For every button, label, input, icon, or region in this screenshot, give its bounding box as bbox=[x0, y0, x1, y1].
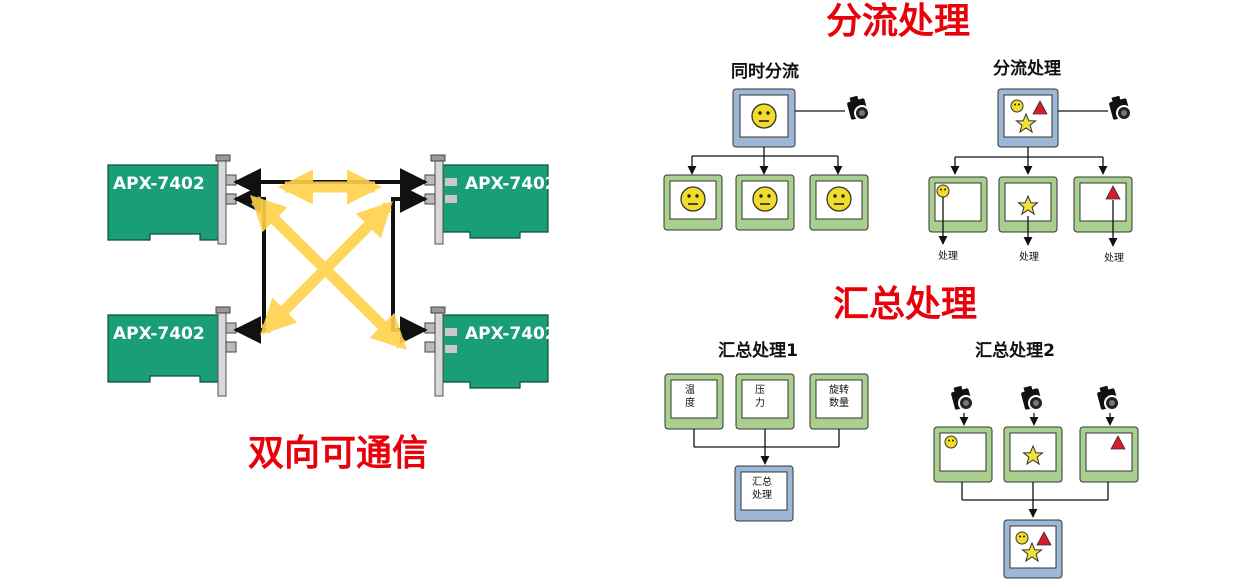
merge2-output-box bbox=[1003, 519, 1063, 579]
merge1-label: 汇总处理1 bbox=[718, 340, 798, 361]
split-outputs bbox=[928, 176, 1133, 233]
simultaneous-source-box bbox=[732, 88, 796, 148]
yellow-arrows bbox=[249, 169, 408, 350]
svg-text:处理: 处理 bbox=[752, 489, 772, 501]
card-label-top-right: APX-7402 bbox=[465, 174, 557, 194]
card-top-right: APX-7402 bbox=[424, 154, 557, 245]
svg-text:数量: 数量 bbox=[829, 396, 849, 409]
svg-text:度: 度 bbox=[685, 396, 695, 409]
merge2-inputs bbox=[933, 426, 1139, 483]
smiley-icon bbox=[1015, 531, 1029, 545]
card-bottom-right: APX-7402 bbox=[424, 306, 557, 397]
split-title: 分流处理 bbox=[826, 1, 970, 42]
merge1-inputs: 温 度 压 力 旋转 数量 bbox=[664, 373, 869, 430]
smiley-icon bbox=[752, 186, 778, 212]
svg-text:汇总: 汇总 bbox=[752, 475, 772, 488]
process-label-3: 处理 bbox=[1104, 252, 1124, 264]
smiley-icon bbox=[944, 435, 958, 449]
camera-icon bbox=[1107, 94, 1132, 122]
camera-icon bbox=[1019, 384, 1044, 412]
merge2-connectors bbox=[961, 482, 1109, 518]
merge2-label: 汇总处理2 bbox=[975, 340, 1055, 361]
camera-icon bbox=[845, 94, 870, 122]
camera-icon bbox=[1095, 384, 1120, 412]
split-process-label: 分流处理 bbox=[993, 58, 1061, 79]
smiley-icon bbox=[826, 186, 852, 212]
merge-title: 汇总处理 bbox=[833, 284, 977, 325]
split-source-box bbox=[997, 88, 1059, 148]
process-label-1: 处理 bbox=[938, 250, 958, 262]
smiley-icon bbox=[680, 186, 706, 212]
left-caption: 双向可通信 bbox=[248, 433, 428, 474]
card-label-top-left: APX-7402 bbox=[113, 174, 205, 194]
smiley-icon bbox=[1010, 99, 1024, 113]
simultaneous-outputs bbox=[663, 174, 869, 231]
card-top-left: APX-7402 bbox=[107, 154, 237, 245]
merge1-output-box: 汇总 处理 bbox=[734, 465, 794, 522]
simultaneous-connectors bbox=[687, 147, 843, 175]
smiley-icon bbox=[751, 103, 777, 129]
simultaneous-split-label: 同时分流 bbox=[731, 61, 799, 82]
merge1-connectors bbox=[693, 429, 840, 465]
card-label-bottom-left: APX-7402 bbox=[113, 324, 205, 344]
svg-text:力: 力 bbox=[755, 396, 765, 409]
process-label-2: 处理 bbox=[1019, 251, 1039, 263]
card-bottom-left: APX-7402 bbox=[107, 306, 237, 397]
svg-text:压: 压 bbox=[755, 384, 765, 396]
smiley-icon bbox=[936, 184, 950, 198]
svg-text:旋转: 旋转 bbox=[829, 383, 849, 396]
camera-icon bbox=[949, 384, 974, 412]
card-label-bottom-right: APX-7402 bbox=[465, 324, 557, 344]
split-connectors bbox=[950, 147, 1108, 175]
svg-text:温: 温 bbox=[685, 384, 695, 396]
